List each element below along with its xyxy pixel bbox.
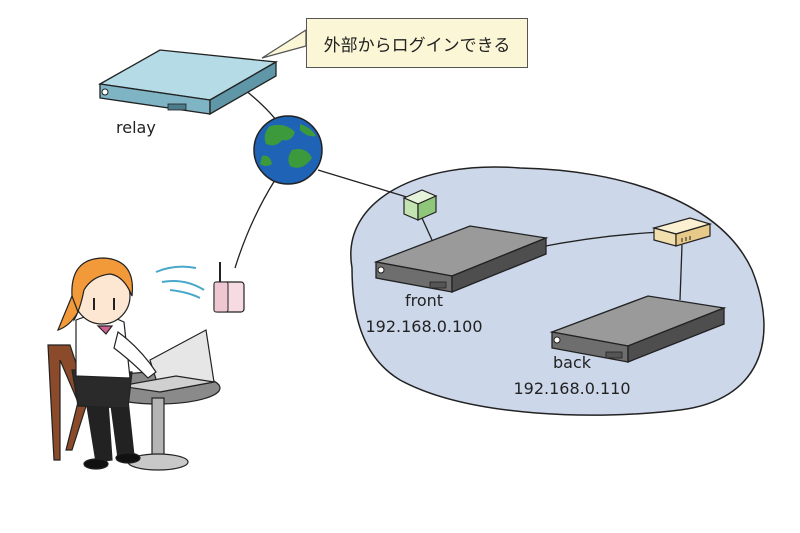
connection-lines (234, 89, 683, 301)
front-label: front (404, 291, 444, 310)
callout-text: 外部からログインできる (323, 35, 511, 56)
back-ip: 192.168.0.110 (513, 379, 631, 398)
person-at-laptop-illustration (47, 257, 221, 471)
front-server-icon (373, 225, 549, 293)
motion-lines (155, 265, 205, 299)
relay-server-icon (98, 49, 279, 116)
router-icon (402, 189, 438, 221)
wifi-router-icon (213, 262, 245, 313)
callout-pointer (261, 28, 307, 59)
front-ip: 192.168.0.100 (365, 317, 483, 336)
callout-box: 外部からログインできる (306, 18, 528, 68)
globe-icon (253, 115, 323, 185)
relay-label: relay (116, 118, 156, 137)
back-server-icon (549, 295, 727, 363)
switch-icon (651, 217, 713, 247)
back-label: back (552, 353, 592, 372)
